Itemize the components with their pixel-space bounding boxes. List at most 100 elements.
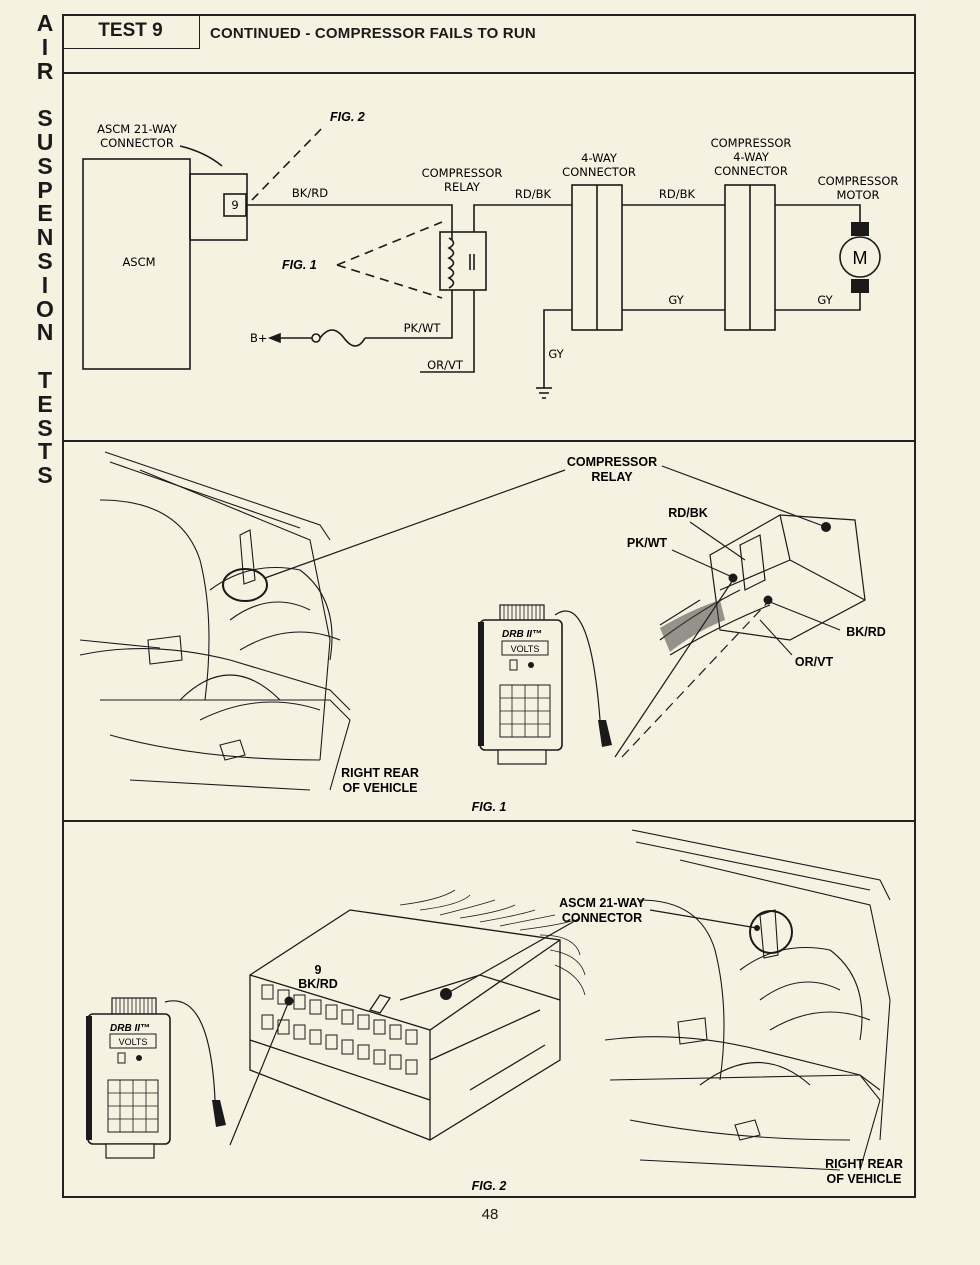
connector-wire-bundle <box>399 889 586 996</box>
drb2-tester-fig2 <box>86 997 171 1159</box>
side-letter: S <box>37 414 53 441</box>
side-tab-letters: A I R S U S P E N S I O N T E S T S <box>30 10 60 489</box>
figure-1: DRB II™ VOLTS COMPRESSOR RELAY RD/BK PK/… <box>79 451 886 814</box>
side-letter: N <box>36 319 54 346</box>
fig1-pk-wt-label: PK/WT <box>627 536 668 550</box>
b-plus-label: B+ <box>250 331 268 345</box>
wire-motor-pos <box>775 204 861 225</box>
page-frame <box>62 14 916 1198</box>
wire-pk-wt <box>365 290 453 339</box>
fig2-connector-callout-2: CONNECTOR <box>562 911 642 925</box>
ascm-connector-label-2: CONNECTOR <box>100 136 174 150</box>
side-letter: O <box>36 295 54 322</box>
fig2-reference: FIG. 2 <box>330 110 365 124</box>
fig2-pin-callout-2: BK/RD <box>298 977 338 991</box>
side-letter: S <box>37 247 53 274</box>
side-letter: E <box>37 390 53 417</box>
figure-2: DRB II™ VOLTS ASCM 21-WAY CONNECTOR 9 BK… <box>86 829 903 1193</box>
fig2-pin-callout-1: 9 <box>315 963 322 977</box>
side-letter: I <box>41 271 49 298</box>
pin-9-label: 9 <box>231 198 238 212</box>
wire-label-rd-bk-1: RD/BK <box>515 187 552 201</box>
relay-callout-label-2: RELAY <box>591 470 633 484</box>
side-letter: T <box>37 438 53 465</box>
vehicle-interior-drawing <box>79 451 351 791</box>
relay-coil <box>447 237 455 289</box>
test-label: TEST 9 <box>98 20 163 41</box>
side-letter: S <box>37 105 53 132</box>
fig2-location-2: OF VEHICLE <box>826 1172 901 1186</box>
wire-label-gy-motor: GY <box>817 293 833 307</box>
wire-label-gy-ground: GY <box>548 347 564 361</box>
tester-brand-fig2: DRB II™ <box>110 1023 150 1034</box>
four-way-label-2: CONNECTOR <box>562 165 636 179</box>
side-letter: A <box>36 10 54 36</box>
motor-symbol-m: M <box>853 248 868 268</box>
wire-label-or-vt: OR/VT <box>427 358 464 372</box>
fig2-location-1: RIGHT REAR <box>825 1157 903 1171</box>
side-letter: S <box>37 152 53 179</box>
relay-callout-label-1: COMPRESSOR <box>567 455 657 469</box>
vehicle-interior-drawing-2 <box>604 829 891 1171</box>
fig2-dashed-leader <box>251 124 326 201</box>
wire-label-bk-rd: BK/RD <box>292 186 328 200</box>
test-number-box: TEST 9 <box>62 14 200 49</box>
relay-label-2: RELAY <box>444 180 481 194</box>
fig1-dashed-leader-top <box>336 221 443 266</box>
section-divider-1 <box>62 440 916 442</box>
wire-label-pk-wt: PK/WT <box>404 321 442 335</box>
side-letter: E <box>37 200 53 227</box>
fig1-dashed-leader-bottom <box>336 264 443 299</box>
side-letter: T <box>37 366 53 393</box>
side-letter: I <box>41 33 49 60</box>
fig1-location-2: OF VEHICLE <box>342 781 417 795</box>
comp-4way-label-1: COMPRESSOR <box>711 136 792 150</box>
header-divider <box>62 72 916 74</box>
side-letter: S <box>37 462 53 489</box>
side-letter: R <box>36 57 54 84</box>
ascm-connector-drawing <box>249 909 561 1141</box>
motor-label-2: MOTOR <box>836 188 879 202</box>
motor-label-1: COMPRESSOR <box>818 174 899 188</box>
fig1-caption: FIG. 1 <box>472 800 507 814</box>
fuse-symbol <box>319 329 366 347</box>
compressor-motor-symbol <box>839 236 881 278</box>
wiring-schematic: ASCM 21-WAY CONNECTOR ASCM 9 FIG. 2 FIG.… <box>82 110 899 399</box>
ascm-module-box <box>82 158 191 370</box>
fig1-or-vt-label: OR/VT <box>795 655 834 669</box>
wire-bk-rd <box>246 204 453 240</box>
page-number: 48 <box>481 1206 499 1223</box>
ascm-connector-location-circle <box>749 910 793 954</box>
tester-mode-fig2: VOLTS <box>119 1037 148 1047</box>
relay-enlarged-drawing <box>659 514 866 656</box>
wire-gy-ground <box>543 309 572 388</box>
fig1-reference: FIG. 1 <box>282 258 317 272</box>
drb2-tester-fig1 <box>478 604 563 765</box>
wire-or-vt <box>420 290 475 373</box>
tester-brand-fig1: DRB II™ <box>502 629 542 640</box>
side-letter: N <box>36 224 54 251</box>
fig1-rd-bk-label: RD/BK <box>668 506 708 520</box>
wire-label-gy-mid: GY <box>668 293 684 307</box>
fig1-bk-rd-label: BK/RD <box>846 625 886 639</box>
tester-mode-fig1: VOLTS <box>511 644 540 654</box>
wire-gy-motor <box>775 290 861 311</box>
comp-4way-label-2: 4-WAY <box>733 150 770 164</box>
ascm-connector-leader <box>179 145 223 167</box>
fig1-location-1: RIGHT REAR <box>341 766 419 780</box>
page-title: CONTINUED - COMPRESSOR FAILS TO RUN <box>210 25 536 42</box>
relay-box <box>439 231 487 291</box>
relay-label-1: COMPRESSOR <box>422 166 503 180</box>
wire-rd-bk-1 <box>473 204 572 232</box>
connector-pin-cavities <box>261 984 418 1075</box>
wire-label-rd-bk-2: RD/BK <box>659 187 696 201</box>
side-letter: P <box>37 176 53 203</box>
side-letter: U <box>36 128 54 155</box>
ascm-connector-block <box>189 173 248 241</box>
ascm-connector-label-1: ASCM 21-WAY <box>97 122 178 136</box>
four-way-label-1: 4-WAY <box>581 151 618 165</box>
fig2-connector-callout-1: ASCM 21-WAY <box>559 896 645 910</box>
comp-4way-label-3: CONNECTOR <box>714 164 788 178</box>
section-divider-2 <box>62 820 916 822</box>
relay-callout-line <box>264 469 566 579</box>
